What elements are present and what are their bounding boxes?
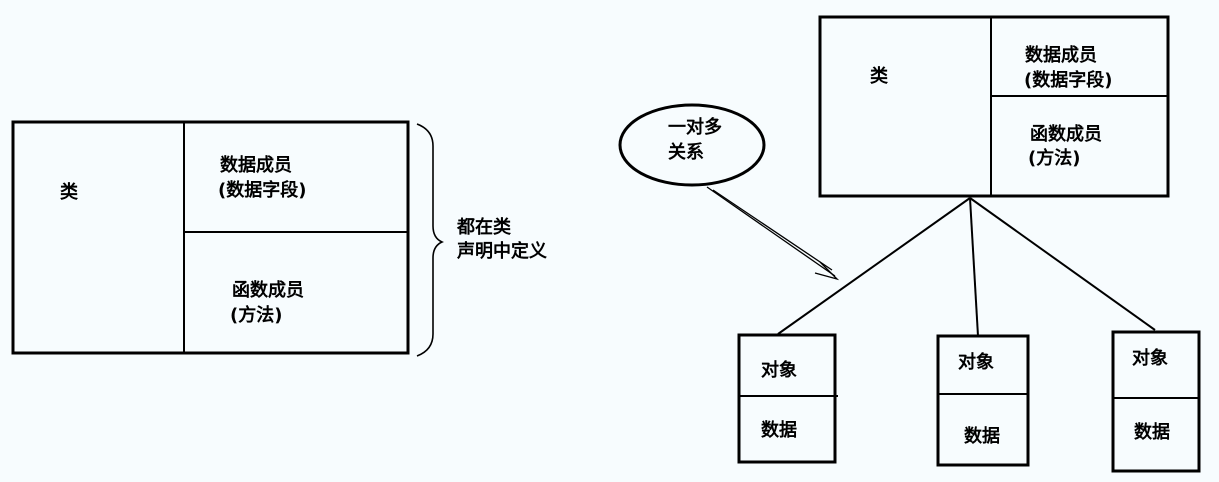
left-data-members-line2: (数据字段) <box>218 179 306 201</box>
object-1-data: 数据 <box>761 419 797 441</box>
left-data-members-line1: 数据成员 <box>220 154 292 176</box>
object-box-2 <box>936 334 1030 467</box>
right-function-members-line1: 函数成员 <box>1030 123 1102 145</box>
curly-brace <box>416 123 444 357</box>
left-function-members-line2: (方法) <box>230 304 282 326</box>
right-data-members-line2: (数据字段) <box>1024 69 1112 91</box>
object-3-data: 数据 <box>1134 421 1170 443</box>
brace-note-line2: 声明中定义 <box>456 240 547 262</box>
right-function-members-line2: (方法) <box>1028 147 1080 169</box>
one-to-many-connectors <box>777 197 1156 337</box>
object-box-3 <box>1111 330 1201 473</box>
callout-line1: 一对多 <box>668 116 722 138</box>
left-class-label: 类 <box>60 181 79 203</box>
right-class-label: 类 <box>870 65 889 87</box>
object-3-label: 对象 <box>1132 347 1168 369</box>
object-1-label: 对象 <box>761 359 797 381</box>
callout-arrow <box>706 186 840 281</box>
right-data-members-line1: 数据成员 <box>1025 44 1097 66</box>
right-class-box <box>818 15 1170 198</box>
object-2-data: 数据 <box>964 425 1000 447</box>
left-function-members-line1: 函数成员 <box>232 279 304 301</box>
callout-line2: 关系 <box>668 141 704 163</box>
brace-note-line1: 都在类 <box>456 216 512 238</box>
object-2-label: 对象 <box>958 351 994 373</box>
object-box-1 <box>737 333 838 464</box>
callout-ellipse <box>618 103 766 187</box>
left-class-box <box>11 120 410 355</box>
